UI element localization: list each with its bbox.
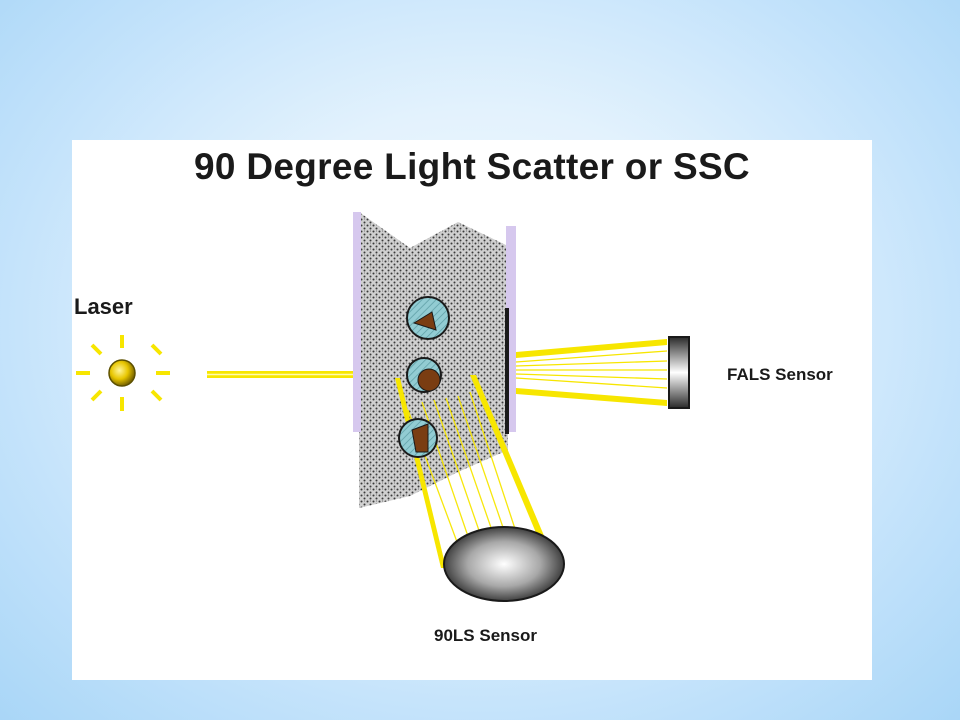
fals-sensor-label: FALS Sensor <box>727 365 833 384</box>
flow-cell-icon <box>353 212 516 508</box>
laser-beam <box>207 371 357 378</box>
scatter-diagram <box>76 212 690 602</box>
fals-sensor-icon <box>668 336 690 409</box>
cell-particle-icon <box>398 418 438 458</box>
laser-label: Laser <box>74 294 133 319</box>
cell-particle-icon <box>406 296 450 340</box>
slide-panel: 90 Degree Light Scatter or SSC Laser FAL… <box>72 140 872 680</box>
laser-source-icon <box>76 335 170 411</box>
diagram-title: 90 Degree Light Scatter or SSC <box>194 146 750 187</box>
side-scatter-sensor-label: 90LS Sensor <box>434 626 537 645</box>
forward-scatter-rays <box>515 339 668 406</box>
side-scatter-sensor-icon <box>443 526 565 602</box>
cell-particle-icon <box>406 357 442 393</box>
